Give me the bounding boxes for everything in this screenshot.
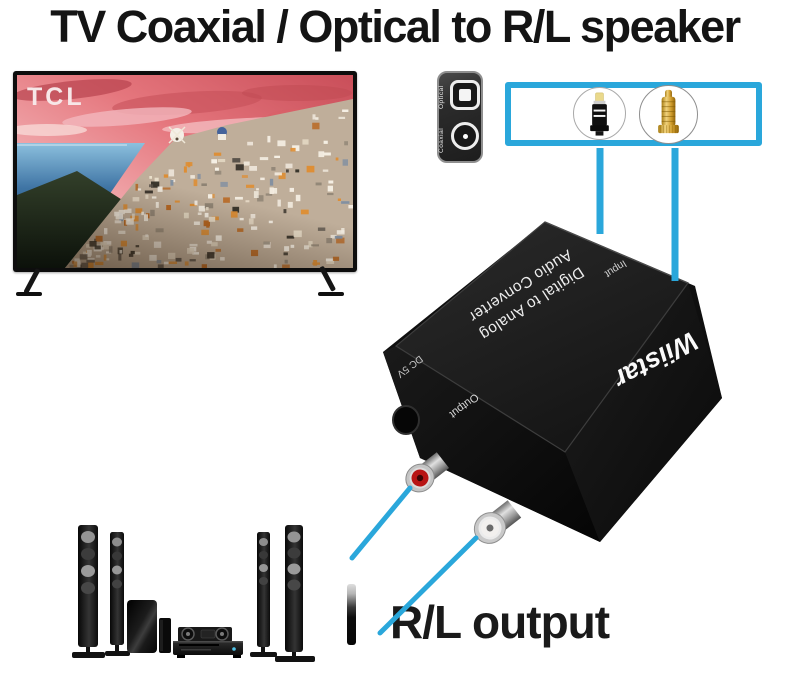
- optical-port: [450, 80, 480, 110]
- converter-side-face: [565, 283, 722, 542]
- hillside-village: [65, 99, 353, 268]
- toslink-optical-plug-icon: [590, 92, 609, 136]
- coaxial-plug-circle: [639, 85, 698, 144]
- rca-coaxial-plug-icon: [658, 89, 679, 134]
- tcl-logo: TCL: [27, 83, 85, 111]
- dac-converter: Digital to Analog Audio Converter Input …: [383, 221, 722, 544]
- rca-jack-white: [473, 500, 522, 544]
- coaxial-port-pin: [462, 133, 468, 139]
- subwoofer: [127, 600, 157, 653]
- av-receiver: [173, 627, 243, 658]
- adapter-device: Optical Coaxial: [437, 71, 483, 163]
- rca-jack-red: [405, 452, 450, 493]
- rl-output-caption: R/L output: [390, 596, 610, 648]
- tv-screen: TCL: [17, 75, 353, 268]
- optical-port-label: Optical: [438, 85, 445, 109]
- tower-speaker-3: [250, 532, 277, 657]
- tv-foot-right: [318, 292, 344, 296]
- optical-port-window: [459, 89, 471, 101]
- connector-callout-box: [505, 82, 762, 146]
- windmill-icon: [168, 126, 186, 144]
- blue-dome-icon: [217, 127, 227, 140]
- page-title: TV Coaxial / Optical to R/L speaker: [50, 1, 741, 52]
- converter-front-face: [383, 346, 600, 542]
- tower-speaker-4: [275, 525, 315, 662]
- tv: TCL: [13, 71, 357, 272]
- coaxial-port-label: Coaxial: [438, 127, 445, 153]
- coaxial-port: [451, 122, 479, 150]
- optical-output-port: [392, 405, 420, 435]
- tower-speaker-2: [105, 532, 130, 656]
- speaker-system: [72, 525, 315, 662]
- center-speaker: [159, 618, 171, 653]
- optical-plug-circle: [573, 87, 626, 140]
- tv-foot-left: [16, 292, 42, 296]
- rca-cable-plug: [347, 584, 356, 645]
- tower-speaker-1: [72, 525, 105, 658]
